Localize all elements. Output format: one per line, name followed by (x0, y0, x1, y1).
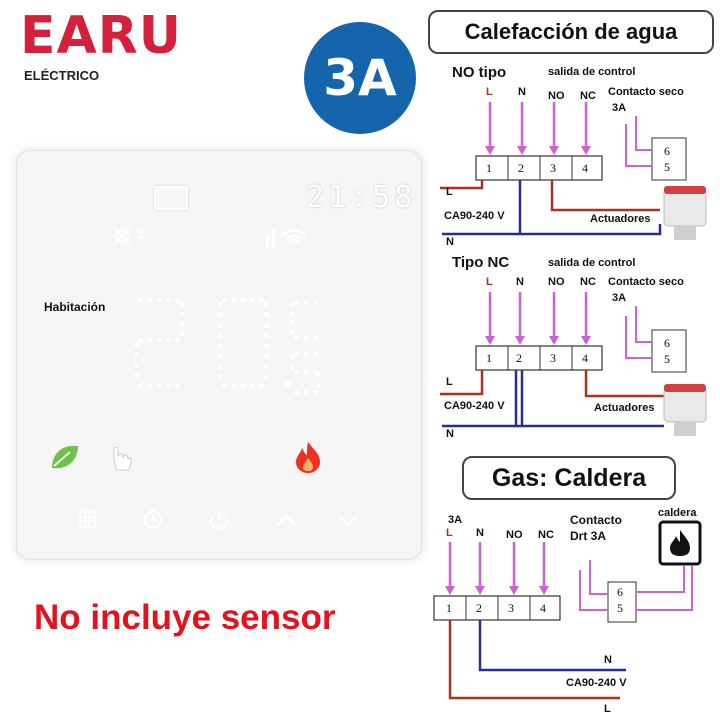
screen-icon (154, 186, 188, 210)
relay-terminal-5-c: 5 (617, 601, 623, 615)
terminal-NO-label-1: NO (548, 90, 565, 102)
terminal-3-c: 3 (508, 601, 514, 615)
relay-terminal-5-a: 5 (664, 160, 670, 174)
voltage-label-2: CA90-240 V (444, 400, 505, 412)
wire-L-label-2: L (446, 376, 453, 388)
brand-logo: EARU (20, 6, 183, 66)
wire-N-label-3: N (604, 654, 612, 666)
fan-icon (113, 227, 146, 245)
wire-N-label-1: N (446, 236, 454, 248)
hand-icon (113, 446, 132, 471)
actuators-label-2: Actuadores (594, 402, 655, 414)
down-arrow-button[interactable] (336, 510, 360, 530)
up-arrow-button[interactable] (274, 510, 298, 530)
terminal-L-label-2: L (486, 276, 493, 288)
power-button[interactable] (208, 508, 230, 530)
amp-label-3: 3A (448, 514, 463, 526)
amp-label-2: 3A (612, 292, 627, 304)
temperature-display (120, 290, 330, 400)
terminal-3-a: 3 (550, 161, 556, 175)
terminal-1-b: 1 (486, 351, 492, 365)
terminal-NO-label-3: NO (506, 529, 523, 541)
actuators-label-1: Actuadores (590, 213, 651, 225)
terminal-4-a: 4 (582, 161, 588, 175)
no-sensor-note: No incluye sensor (34, 598, 336, 637)
no-type-title: NO tipo (452, 64, 507, 81)
terminal-4-b: 4 (582, 351, 588, 365)
amp-label-1: 3A (612, 102, 627, 114)
terminal-NO-label-2: NO (548, 276, 565, 288)
brand-subtitle: ELÉCTRICO (24, 68, 100, 83)
unit-display (290, 296, 330, 396)
wifi-icon (266, 229, 307, 248)
section-title-water: Calefacción de agua (428, 10, 714, 54)
terminal-L-label-3: L (446, 527, 453, 539)
terminal-1-c: 1 (446, 601, 452, 615)
gas-contact-label-2: Drt 3A (570, 529, 607, 543)
timer-button[interactable] (142, 508, 164, 530)
relay-terminal-6-c: 6 (617, 585, 623, 599)
wire-L-label-1: L (446, 186, 453, 198)
menu-grid-button[interactable] (78, 510, 98, 530)
terminal-NC-label-2: NC (580, 276, 596, 288)
dry-contact-label-1: Contacto seco (608, 86, 684, 98)
terminal-1-a: 1 (486, 161, 492, 175)
gas-contact-label-1: Contacto (570, 513, 622, 527)
dry-contact-label-2: Contacto seco (608, 276, 684, 288)
control-output-label-1: salida de control (548, 66, 636, 78)
clock-time: 21:58 (306, 180, 417, 215)
control-output-label-2: salida de control (548, 257, 636, 269)
nc-type-title: Tipo NC (452, 254, 510, 271)
terminal-2-b: 2 (516, 351, 522, 365)
relay-terminal-6-a: 6 (664, 144, 670, 158)
terminal-L-label-1: L (486, 86, 493, 98)
section-title-gas: Gas: Caldera (462, 456, 676, 500)
terminal-N-label-3: N (476, 527, 484, 539)
terminal-3-b: 3 (550, 351, 556, 365)
terminal-NC-label-1: NC (580, 90, 596, 102)
terminal-2-a: 2 (518, 161, 524, 175)
eco-leaf-icon (52, 445, 78, 469)
boiler-label: caldera (658, 507, 697, 519)
wire-N-label-2: N (446, 428, 454, 440)
terminal-4-c: 4 (540, 601, 546, 615)
room-label: Habitación (44, 300, 106, 314)
relay-terminal-5-b: 5 (664, 352, 670, 366)
amperage-badge: 3A (304, 22, 416, 134)
terminal-N-label-1: N (518, 86, 526, 98)
flame-icon (296, 442, 320, 473)
relay-terminal-6-b: 6 (664, 336, 670, 350)
terminal-2-c: 2 (476, 601, 482, 615)
terminal-NC-label-3: NC (538, 529, 554, 541)
wiring-diagram (433, 102, 707, 700)
wire-L-label-3: L (604, 703, 611, 715)
terminal-N-label-2: N (516, 276, 524, 288)
voltage-label-3: CA90-240 V (566, 677, 627, 689)
voltage-label-1: CA90-240 V (444, 210, 505, 222)
